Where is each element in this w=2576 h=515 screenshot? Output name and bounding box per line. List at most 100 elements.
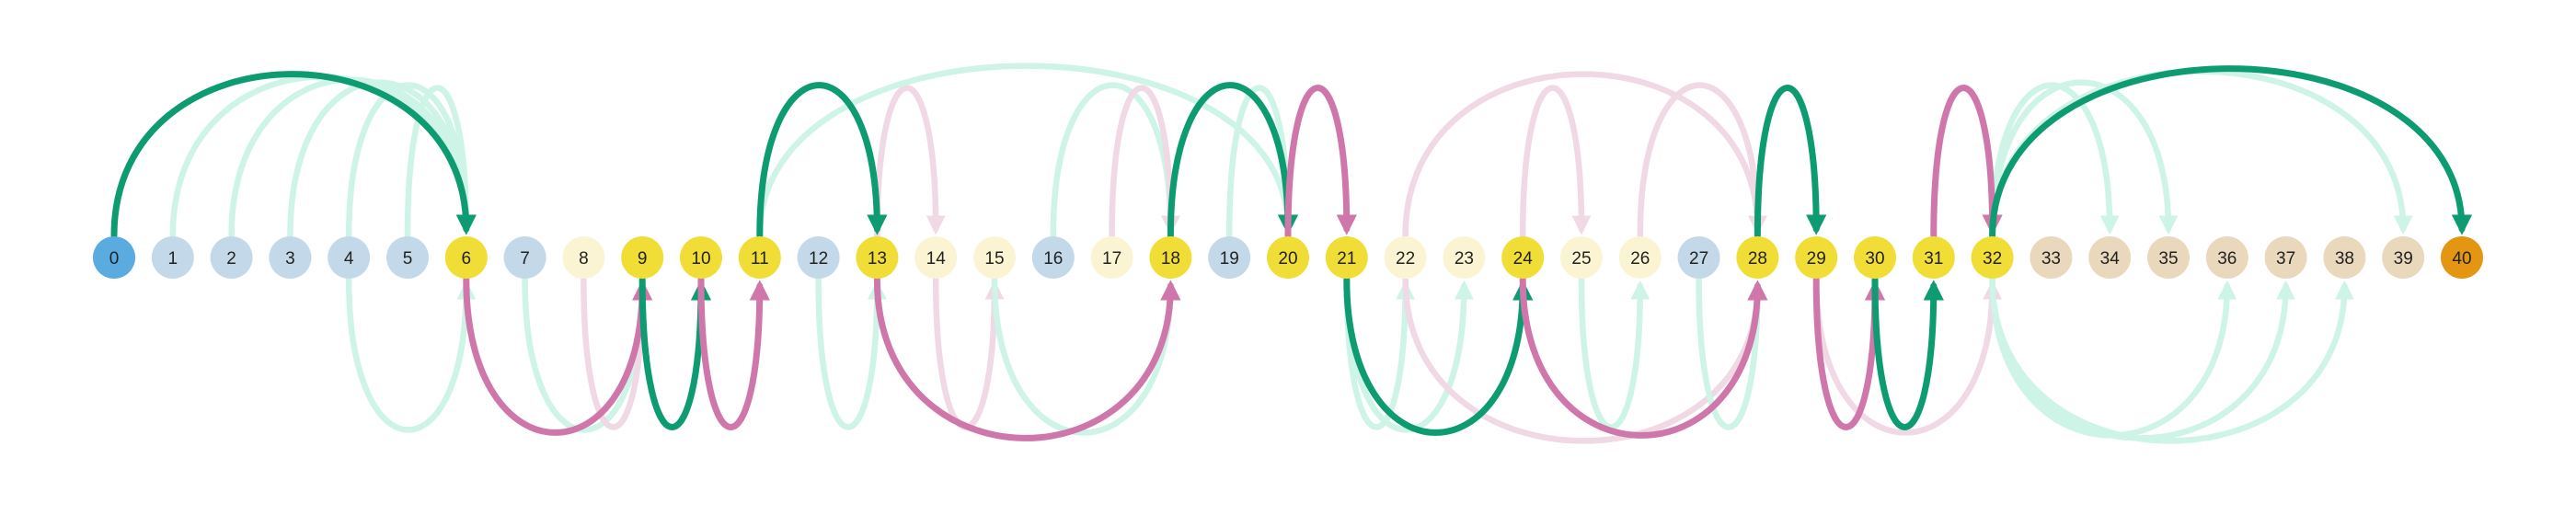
node-19: 19 xyxy=(1208,236,1251,279)
edge-26-to-28 xyxy=(1637,82,1767,239)
edge-11-to-13 xyxy=(756,82,888,239)
node-37: 37 xyxy=(2264,236,2307,279)
node-label: 29 xyxy=(1807,249,1826,269)
node-label: 31 xyxy=(1924,249,1943,269)
node-17: 17 xyxy=(1090,236,1133,279)
node-15: 15 xyxy=(973,236,1016,279)
node-circle xyxy=(621,236,664,279)
node-label: 39 xyxy=(2394,249,2413,269)
node-32: 32 xyxy=(1971,236,2014,279)
node-13: 13 xyxy=(856,236,899,279)
node-18: 18 xyxy=(1149,236,1192,279)
edge-31-to-32 xyxy=(1930,85,2002,239)
edge-18-to-20 xyxy=(1167,82,1299,239)
node-circle xyxy=(1267,236,1309,279)
node-circle xyxy=(328,236,371,279)
node-label: 11 xyxy=(751,249,769,269)
node-circle xyxy=(210,236,253,279)
node-35: 35 xyxy=(2147,236,2190,279)
node-circle xyxy=(797,236,840,279)
node-label: 14 xyxy=(926,249,947,269)
edge-32-to-36 xyxy=(1989,276,2237,439)
node-label: 13 xyxy=(868,249,887,269)
node-label: 35 xyxy=(2158,249,2178,269)
node-2: 2 xyxy=(210,236,253,279)
node-circle xyxy=(1149,236,1192,279)
edge-22-to-28 xyxy=(1402,71,1767,239)
node-circle xyxy=(1501,236,1545,279)
node-circle xyxy=(1736,236,1779,279)
edge-24-to-28 xyxy=(1519,276,1768,439)
node-circle xyxy=(1090,236,1133,279)
edge-28-to-29 xyxy=(1754,85,1827,239)
edge-21-to-24 xyxy=(1343,276,1534,436)
node-circle xyxy=(1443,236,1486,279)
node-20: 20 xyxy=(1267,236,1309,279)
node-circle xyxy=(738,236,781,279)
edge-32-to-37 xyxy=(1989,276,2295,441)
node-circle xyxy=(1325,236,1368,279)
node-label: 7 xyxy=(520,249,530,269)
edge-11-to-20 xyxy=(756,63,1298,239)
edge-10-to-11 xyxy=(697,276,770,430)
node-circle xyxy=(2382,236,2425,279)
node-label: 4 xyxy=(344,249,354,269)
edge-layer xyxy=(110,63,2473,444)
node-circle xyxy=(2264,236,2307,279)
node-23: 23 xyxy=(1443,236,1486,279)
node-30: 30 xyxy=(1854,236,1896,279)
edge-17-to-18 xyxy=(1109,85,1180,239)
node-label: 34 xyxy=(2100,249,2121,269)
node-label: 10 xyxy=(691,249,710,269)
edge-4-to-6 xyxy=(345,82,477,239)
edge-32-to-38 xyxy=(1989,276,2354,444)
node-16: 16 xyxy=(1031,236,1075,279)
node-label: 21 xyxy=(1337,249,1356,269)
node-circle xyxy=(680,236,722,279)
node-label: 2 xyxy=(226,249,236,269)
node-label: 37 xyxy=(2276,249,2295,269)
node-11: 11 xyxy=(738,236,781,279)
edge-20-to-21 xyxy=(1284,85,1357,239)
edge-32-to-35 xyxy=(1989,79,2179,239)
edge-6-to-9 xyxy=(463,276,653,436)
node-0: 0 xyxy=(93,236,135,279)
edge-9-to-10 xyxy=(638,276,712,430)
edge-13-to-18 xyxy=(873,276,1181,441)
node-label: 3 xyxy=(285,249,295,269)
edge-0-to-6 xyxy=(110,71,477,239)
node-26: 26 xyxy=(1618,236,1662,279)
node-4: 4 xyxy=(328,236,371,279)
node-circle xyxy=(1854,236,1896,279)
node-label: 28 xyxy=(1748,249,1767,269)
node-38: 38 xyxy=(2323,236,2366,279)
node-5: 5 xyxy=(386,236,429,279)
node-circle xyxy=(1208,236,1251,279)
node-label: 38 xyxy=(2335,249,2354,269)
node-12: 12 xyxy=(797,236,840,279)
node-27: 27 xyxy=(1677,236,1720,279)
edge-31-to-32 xyxy=(1930,85,2003,239)
edge-5-to-6 xyxy=(404,85,477,239)
edge-32-to-40 xyxy=(1989,65,2473,239)
node-25: 25 xyxy=(1560,236,1603,279)
node-36: 36 xyxy=(2205,236,2248,279)
node-label: 8 xyxy=(579,249,589,269)
node-circle xyxy=(503,236,546,279)
node-31: 31 xyxy=(1912,236,1955,279)
node-label: 16 xyxy=(1043,249,1063,269)
node-label: 27 xyxy=(1689,249,1708,269)
node-label: 9 xyxy=(638,249,648,269)
edge-22-to-28 xyxy=(1402,276,1767,444)
node-14: 14 xyxy=(914,236,958,279)
node-24: 24 xyxy=(1501,236,1545,279)
edge-25-to-26 xyxy=(1578,276,1650,430)
node-label: 36 xyxy=(2217,249,2237,269)
edge-3-to-6 xyxy=(287,79,477,239)
node-circle xyxy=(1677,236,1720,279)
node-label: 26 xyxy=(1630,249,1650,269)
node-40: 40 xyxy=(2441,236,2483,279)
node-circle xyxy=(151,236,194,279)
node-circle xyxy=(562,236,605,279)
